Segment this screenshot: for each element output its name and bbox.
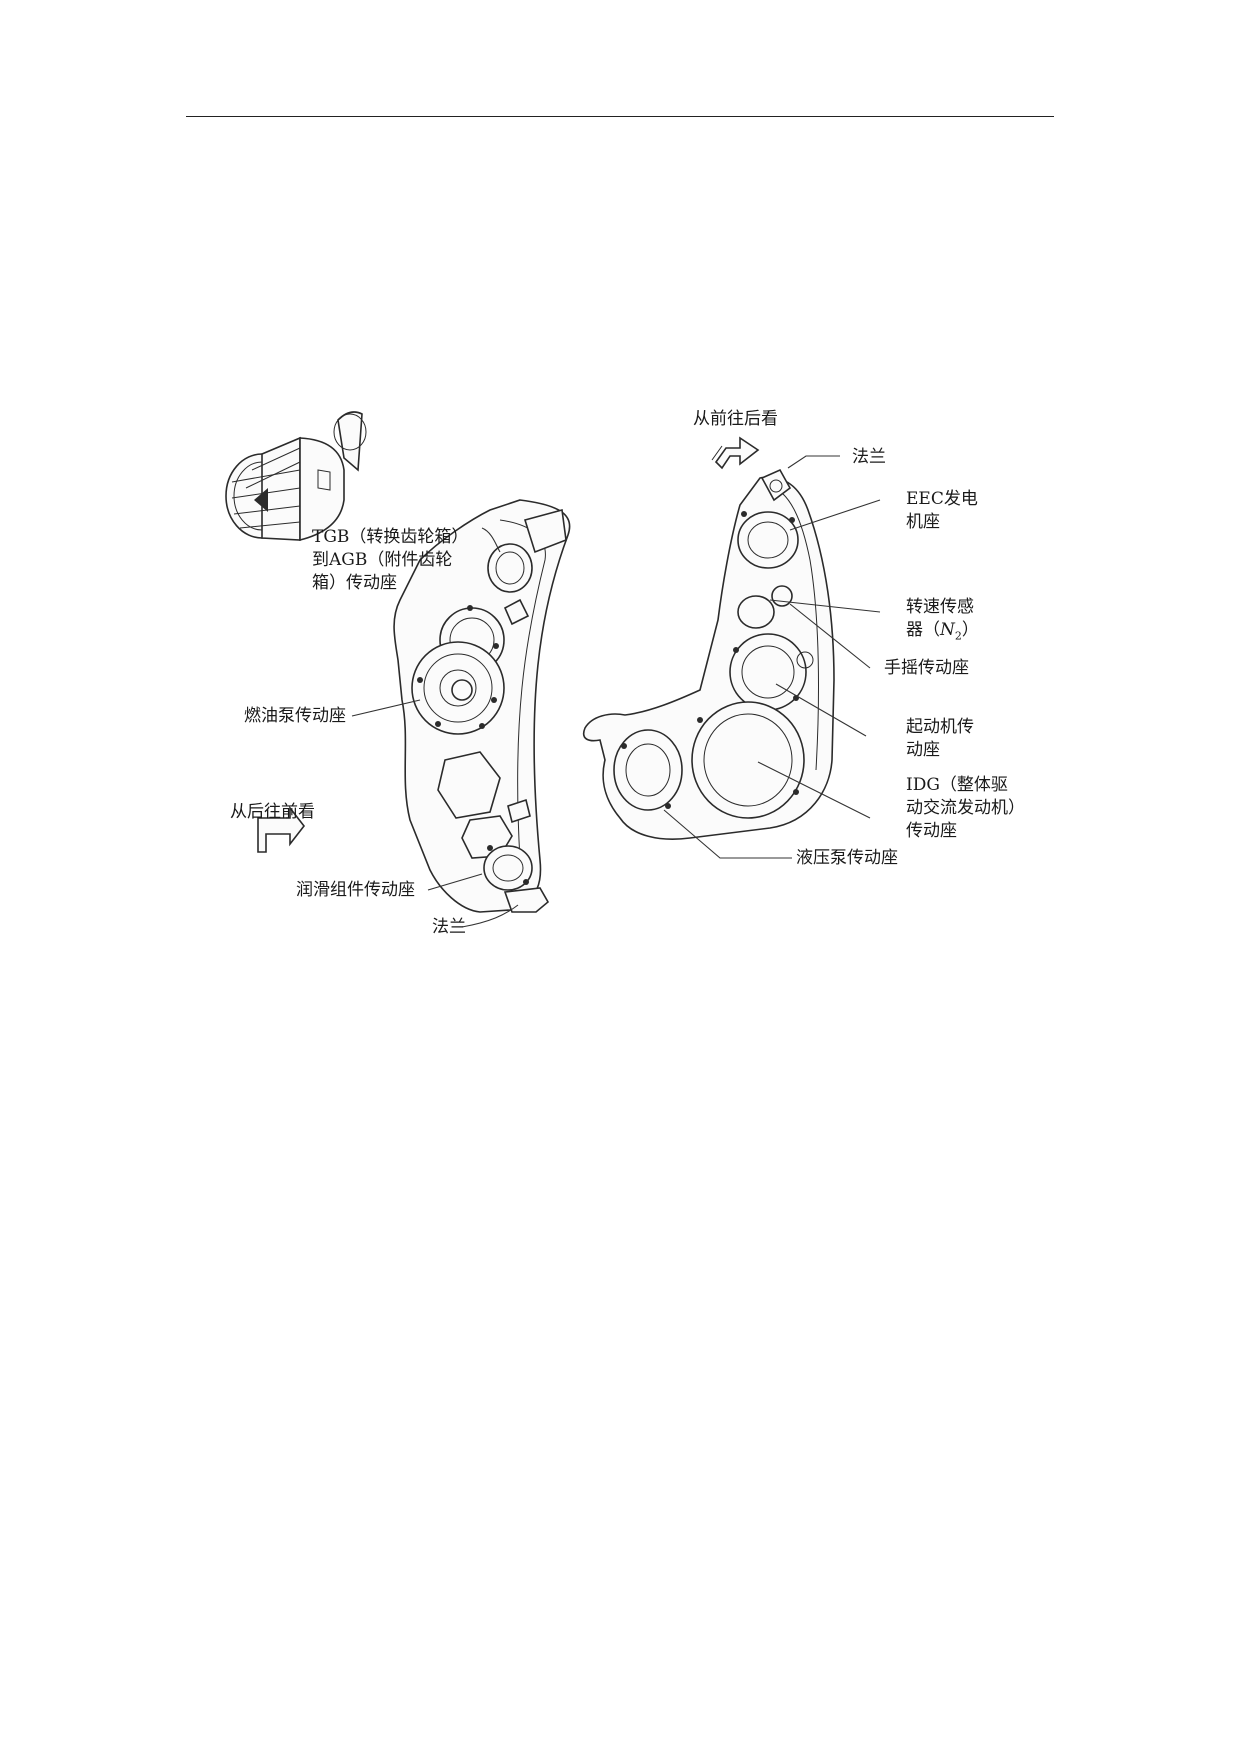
idg-label-line3: 传动座 <box>906 821 957 841</box>
lube-unit-label: 润滑组件传动座 <box>296 880 415 900</box>
engine-thumbnail <box>225 411 367 542</box>
speed-sensor-suffix: ） <box>961 620 979 640</box>
starter-label-line2: 动座 <box>906 740 940 760</box>
eec-label-line2: 机座 <box>906 512 940 532</box>
eec-label-line1: EEC发电 <box>906 489 978 509</box>
left-gearbox <box>393 499 571 913</box>
fwd-aft-view-label: 从前往后看 <box>693 409 778 429</box>
header-rule <box>186 116 1054 117</box>
aft-fwd-view-arrow <box>257 805 306 853</box>
right-gearbox <box>582 468 835 840</box>
hydraulic-pump-label: 液压泵传动座 <box>796 848 898 868</box>
tgb-label-line3: 箱）传动座 <box>312 573 397 593</box>
idg-label-line1: IDG（整体驱 <box>906 775 1008 795</box>
speed-sensor-sub: 2 <box>954 629 962 643</box>
leader-lines <box>351 455 881 928</box>
starter-label-line1: 起动机传 <box>906 717 974 737</box>
fuel-pump-label: 燃油泵传动座 <box>244 706 346 726</box>
tgb-label-line2: 到AGB（附件齿轮 <box>312 550 453 570</box>
speed-sensor-label-line1: 转速传感 <box>906 597 974 617</box>
flange-left-label: 法兰 <box>432 917 466 937</box>
tgb-label-line1: TGB（转换齿轮箱） <box>312 527 469 547</box>
speed-sensor-prefix: 器（ <box>906 620 940 640</box>
fwd-aft-view-arrow <box>711 436 760 470</box>
speed-sensor-label-line2: 器（N2） <box>906 620 979 646</box>
idg-label-line2: 动交流发动机） <box>906 798 1025 818</box>
flange-right-label: 法兰 <box>852 447 886 467</box>
speed-sensor-var: N <box>940 620 955 640</box>
hand-crank-label: 手摇传动座 <box>884 658 969 678</box>
aft-fwd-view-label: 从后往前看 <box>230 802 315 822</box>
